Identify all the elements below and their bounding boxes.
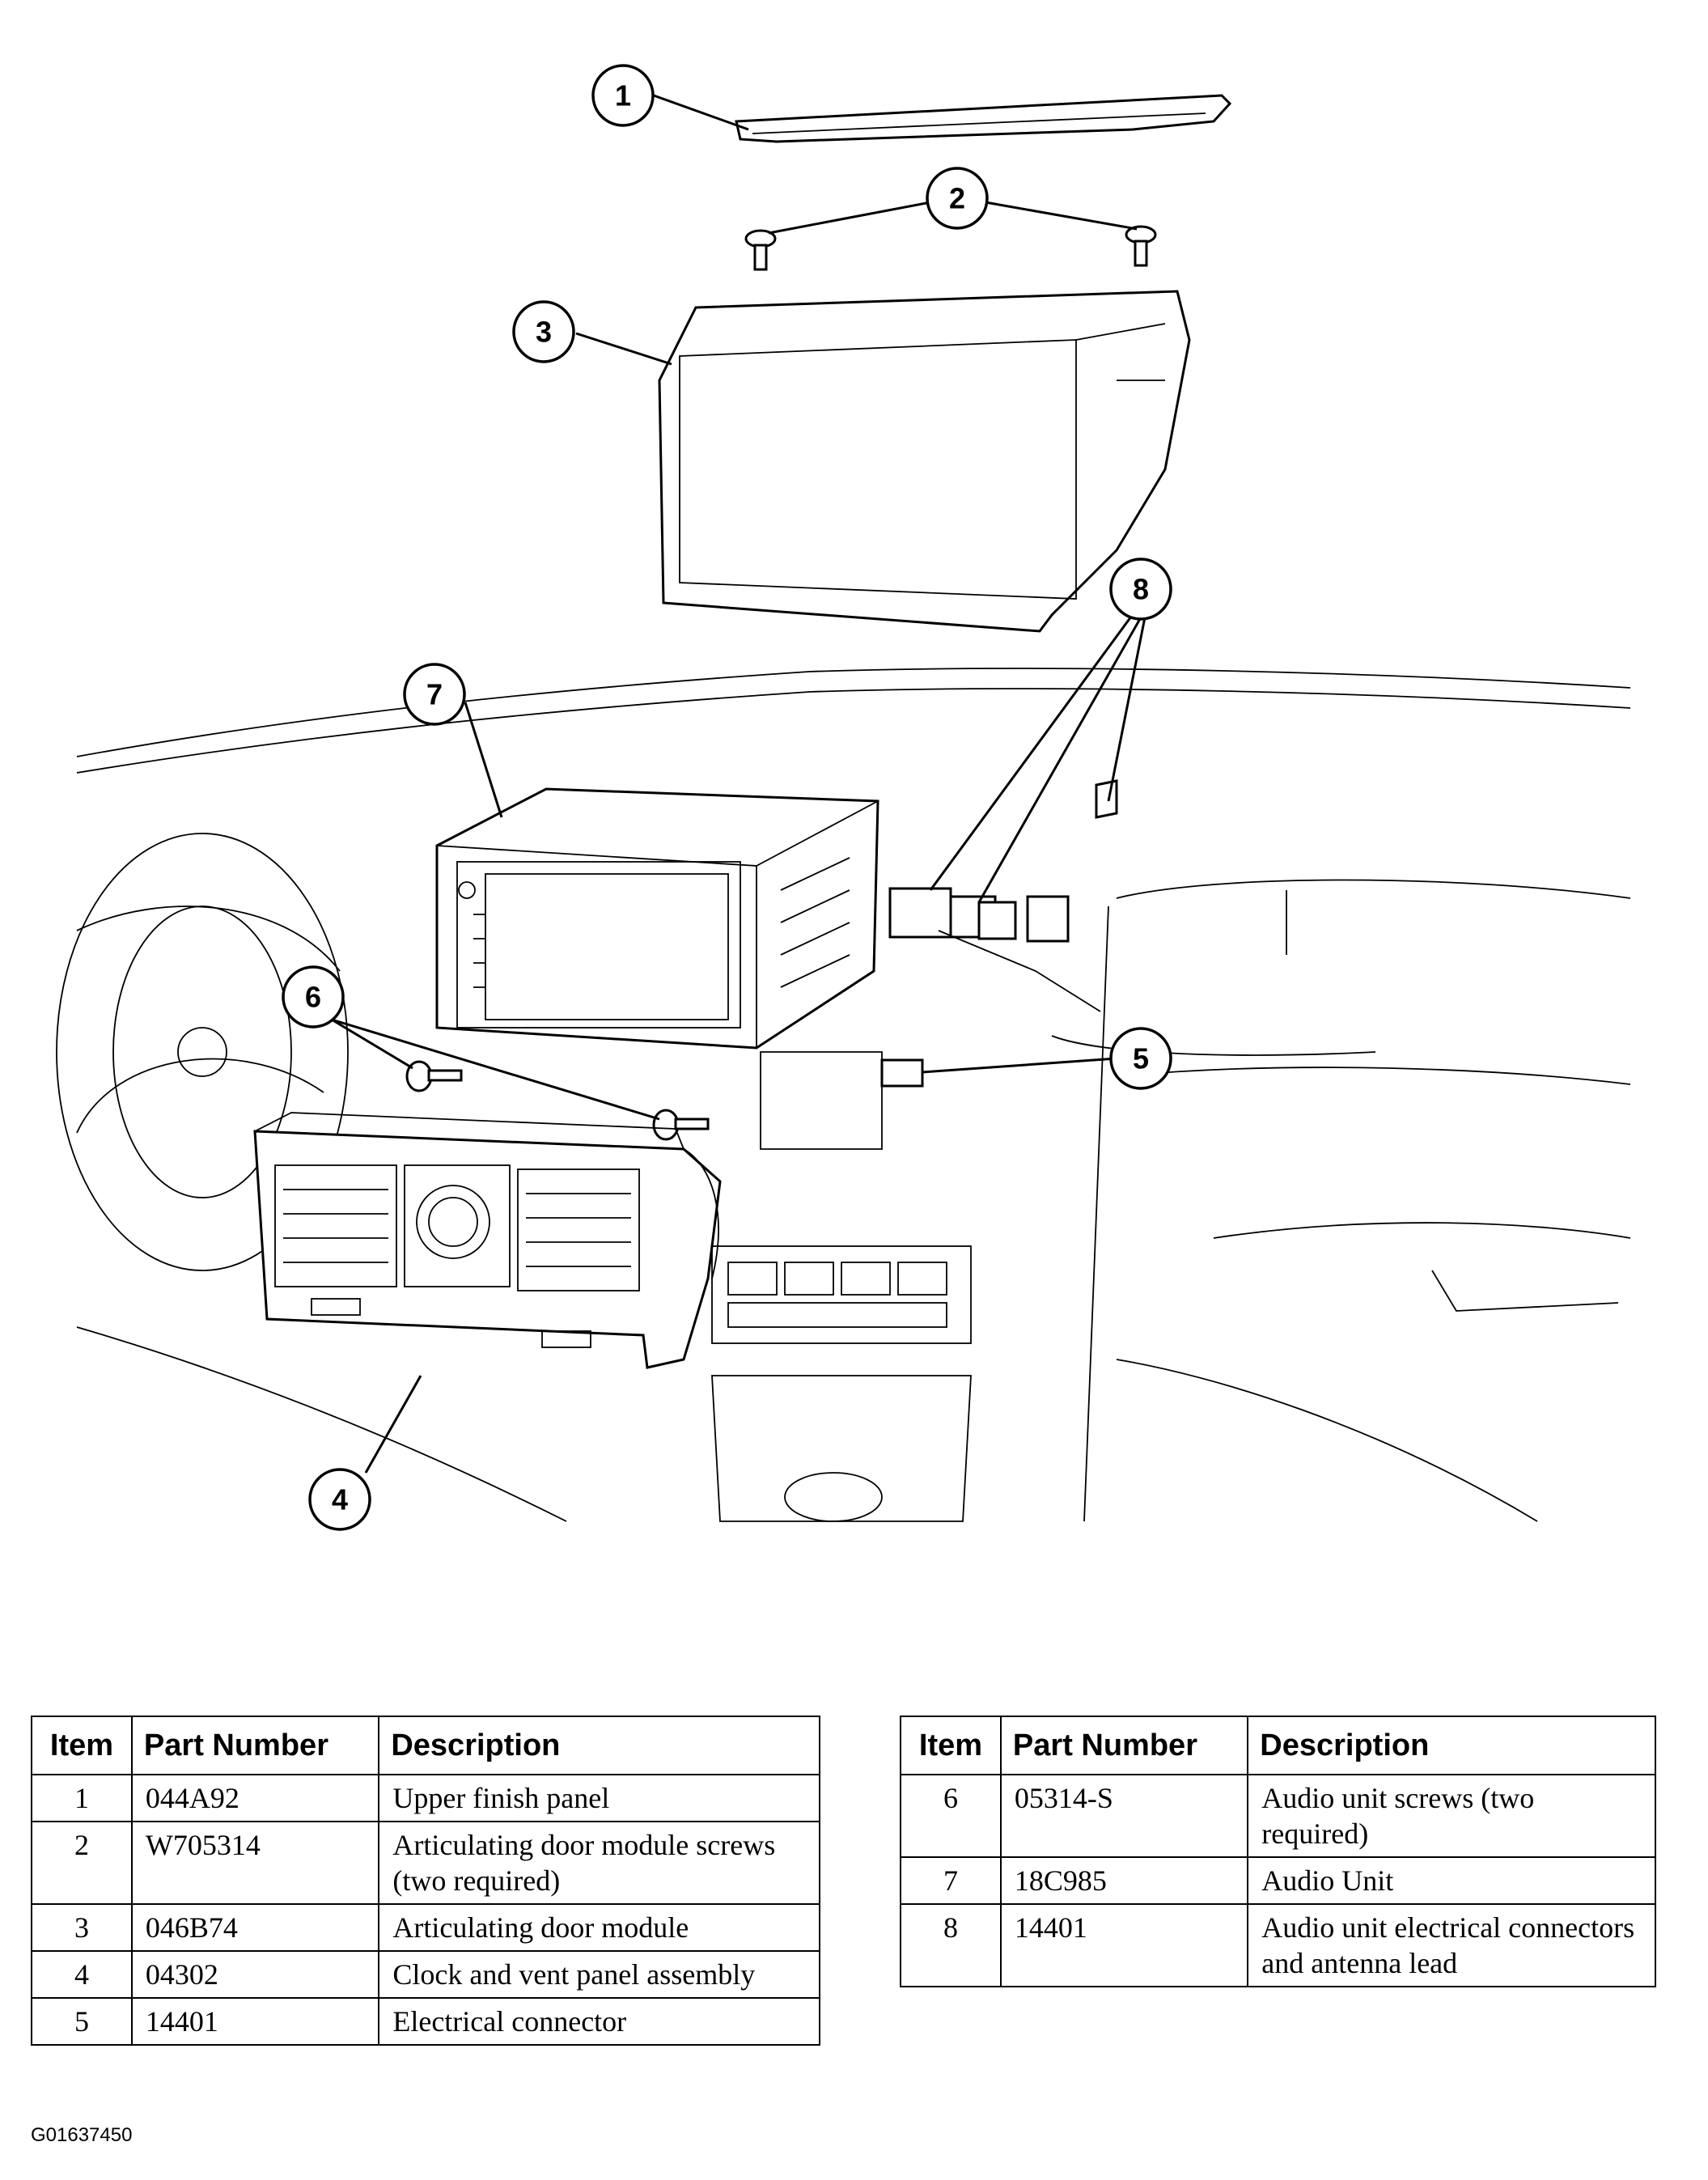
table-row: 1 044A92 Upper finish panel <box>31 1774 820 1822</box>
articulating-door-module-screw-right <box>1125 225 1157 267</box>
callout-6: 6 <box>282 965 345 1029</box>
header-item: Item <box>31 1716 133 1775</box>
clock-and-vent-panel-part <box>253 1112 722 1369</box>
cell-part-number: 14401 <box>130 1997 380 2046</box>
table-row: 6 05314-S Audio unit screws (two require… <box>900 1774 1656 1858</box>
cell-part-number: W705314 <box>130 1821 380 1905</box>
table-row: 2 W705314 Articulating door module screw… <box>31 1821 820 1905</box>
cell-item: 7 <box>900 1856 1002 1905</box>
table-row: 3 046B74 Articulating door module <box>31 1903 820 1952</box>
callout-2: 2 <box>926 167 989 230</box>
cell-item: 6 <box>900 1774 1002 1858</box>
exploded-view-diagram: 1 2 3 4 5 6 7 8 <box>56 64 1631 1531</box>
cell-part-number: 04302 <box>130 1950 380 1999</box>
cell-description: Audio unit screws (two required) <box>1247 1774 1656 1858</box>
audio-unit-screw-left <box>405 1060 463 1092</box>
callout-1: 1 <box>591 64 655 127</box>
callout-6-label: 6 <box>305 981 321 1014</box>
callout-7: 7 <box>403 663 466 726</box>
header-item: Item <box>900 1716 1002 1775</box>
cell-part-number: 046B74 <box>130 1903 380 1952</box>
header-description: Description <box>378 1716 820 1775</box>
callout-2-label: 2 <box>949 182 965 215</box>
table-row: 4 04302 Clock and vent panel assembly <box>31 1950 820 1999</box>
parts-table-right: Item Part Number Description 6 05314-S A… <box>900 1716 1656 1987</box>
cell-item: 2 <box>31 1821 133 1905</box>
table-header-row: Item Part Number Description <box>900 1716 1656 1775</box>
articulating-door-module-screw-left <box>744 229 777 271</box>
table-header-row: Item Part Number Description <box>31 1716 820 1775</box>
audio-unit-electrical-connectors-part <box>888 779 1118 1012</box>
table-row: 8 14401 Audio unit electrical connectors… <box>900 1903 1656 1987</box>
cell-item: 4 <box>31 1950 133 1999</box>
callout-5: 5 <box>1109 1027 1172 1090</box>
header-part-number: Part Number <box>130 1716 380 1775</box>
cell-item: 1 <box>31 1774 133 1822</box>
table-row: 5 14401 Electrical connector <box>31 1997 820 2046</box>
cell-item: 5 <box>31 1997 133 2046</box>
callout-8: 8 <box>1109 558 1172 621</box>
cell-part-number: 044A92 <box>130 1774 380 1822</box>
table-row: 7 18C985 Audio Unit <box>900 1856 1656 1905</box>
dashboard-outline <box>56 668 1631 1522</box>
cell-description: Upper finish panel <box>378 1774 820 1822</box>
leader-lines <box>331 94 1146 1474</box>
cell-item: 3 <box>31 1903 133 1952</box>
electrical-connector-part <box>760 1051 924 1150</box>
header-description: Description <box>1247 1716 1656 1775</box>
callout-8-label: 8 <box>1133 573 1149 606</box>
callout-3: 3 <box>512 300 575 363</box>
callout-7-label: 7 <box>426 678 443 711</box>
callout-1-label: 1 <box>615 79 631 112</box>
cell-description: Audio unit electrical connectors and ant… <box>1247 1903 1656 1987</box>
callout-4: 4 <box>308 1468 371 1531</box>
cell-part-number: 18C985 <box>999 1856 1249 1905</box>
header-part-number: Part Number <box>999 1716 1249 1775</box>
cell-description: Audio Unit <box>1247 1856 1656 1905</box>
cell-description: Electrical connector <box>378 1997 820 2046</box>
callout-4-label: 4 <box>332 1483 348 1516</box>
cell-description: Clock and vent panel assembly <box>378 1950 820 1999</box>
upper-finish-panel-part <box>735 94 1232 143</box>
cell-description: Articulating door module <box>378 1903 820 1952</box>
articulating-door-module-part <box>658 290 1191 633</box>
cell-part-number: 05314-S <box>999 1774 1249 1858</box>
audio-unit-screw-right <box>652 1109 710 1141</box>
callout-3-label: 3 <box>536 316 552 349</box>
audio-unit-part <box>435 787 879 1050</box>
cell-description: Articulating door module screws (two req… <box>378 1821 820 1905</box>
cell-part-number: 14401 <box>999 1903 1249 1987</box>
cell-item: 8 <box>900 1903 1002 1987</box>
figure-id: G01637450 <box>31 2124 133 2146</box>
parts-table-left: Item Part Number Description 1 044A92 Up… <box>31 1716 820 2046</box>
callout-5-label: 5 <box>1133 1042 1149 1075</box>
